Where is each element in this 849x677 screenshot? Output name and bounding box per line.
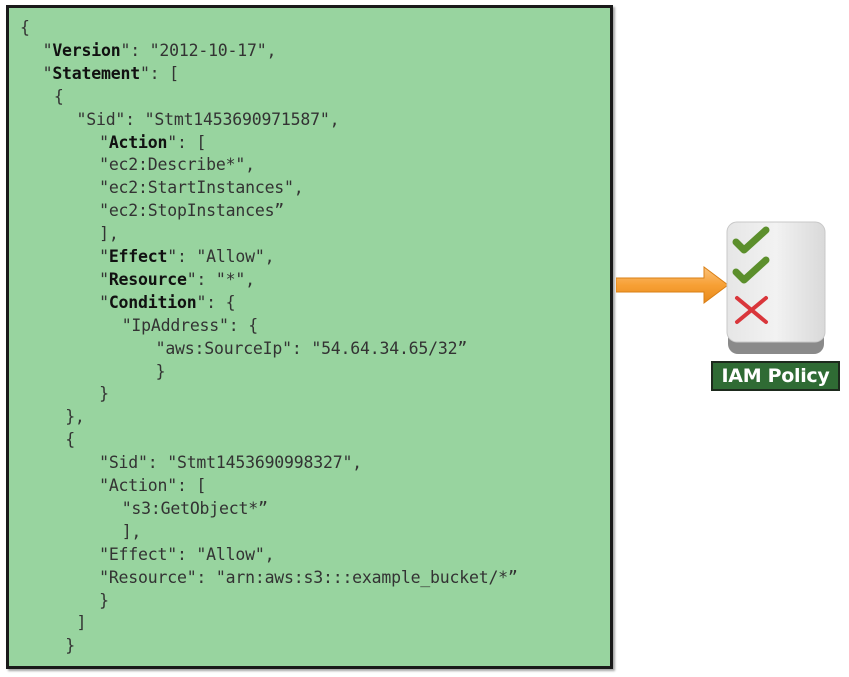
code-text: ": [: [139, 63, 179, 83]
code-text: "aws:SourceIp": "54.64.34.65/32”: [155, 338, 468, 358]
code-text: ": [99, 132, 109, 152]
code-line: "Resource": "*",: [99, 269, 255, 291]
code-text: "ec2:StartInstances",: [99, 178, 304, 198]
code-text: ],: [121, 521, 142, 541]
json-policy-panel: {"Version": "2012-10-17","Statement": [{…: [6, 5, 613, 669]
code-line: {: [65, 429, 75, 451]
code-key: Action: [108, 132, 168, 152]
code-key: Version: [52, 40, 121, 60]
code-line: "Statement": [: [43, 63, 179, 85]
code-line: "ec2:StartInstances",: [99, 177, 304, 199]
code-line: "s3:GetObject*”: [122, 498, 268, 520]
code-text: "s3:GetObject*”: [121, 498, 268, 518]
code-line: {: [54, 86, 64, 108]
code-text: ": "*",: [186, 269, 255, 289]
iam-policy-label: IAM Policy: [711, 361, 840, 391]
code-text: {: [65, 430, 75, 450]
code-line: ],: [99, 223, 119, 245]
code-line: {: [20, 17, 30, 39]
code-text: ": [99, 292, 109, 312]
code-line: }: [65, 635, 75, 657]
code-line: "Action": [: [99, 132, 206, 154]
code-line: "Action": [: [99, 475, 206, 497]
code-text: ": "2012-10-17",: [120, 40, 277, 60]
code-line: ]: [77, 612, 87, 634]
code-line: "Sid": "Stmt1453690998327",: [99, 452, 362, 474]
code-key: Resource: [108, 269, 187, 289]
code-line: }: [156, 361, 166, 383]
code-line: "ec2:Describe*",: [99, 154, 255, 176]
code-text: ": [99, 247, 109, 266]
code-text: ": "Allow",: [167, 247, 275, 266]
code-line: "aws:SourceIp": "54.64.34.65/32”: [155, 338, 468, 360]
code-text: "Sid": "Stmt1453690971587",: [76, 109, 340, 129]
cross-icon: [735, 296, 768, 324]
policy-document-icon: [726, 221, 826, 354]
code-text: ]: [76, 613, 87, 633]
code-text: }: [65, 636, 75, 656]
code-text: }: [99, 384, 109, 404]
code-line: "Effect": "Allow",: [99, 246, 274, 268]
code-text: "ec2:StopInstances”: [99, 201, 285, 221]
code-line: "Condition": {: [99, 292, 235, 314]
check-icon: [732, 256, 770, 284]
code-text: "ec2:Describe*",: [99, 155, 255, 175]
code-text: ],: [99, 224, 119, 244]
code-text: {: [53, 86, 64, 106]
code-text: ": [99, 269, 109, 289]
code-line: }: [99, 590, 109, 612]
code-key: Effect: [108, 247, 168, 266]
code-text: "Sid": "Stmt1453690998327",: [99, 453, 362, 473]
code-line: "Effect": "Allow",: [99, 544, 274, 566]
code-text: },: [65, 407, 85, 427]
code-key: Statement: [52, 63, 140, 83]
code-line: "Sid": "Stmt1453690971587",: [77, 109, 340, 131]
code-text: "Effect": "Allow",: [99, 544, 275, 564]
code-line: "IpAddress": {: [122, 315, 258, 337]
code-text: ": [42, 40, 53, 60]
code-key: Condition: [108, 292, 197, 312]
code-line: ],: [121, 521, 142, 543]
code-text: ": {: [196, 292, 236, 312]
code-text: ": [42, 63, 53, 83]
code-text: {: [20, 18, 30, 37]
code-text: "IpAddress": {: [121, 315, 258, 335]
code-text: "Resource": "arn:aws:s3:::example_bucket…: [99, 567, 518, 587]
code-line: },: [65, 406, 85, 428]
code-line: "Resource": "arn:aws:s3:::example_bucket…: [99, 567, 518, 589]
code-text: "Action": [: [99, 476, 207, 495]
code-text: }: [155, 361, 166, 381]
check-icon: [732, 226, 770, 254]
code-line: "Version": "2012-10-17",: [43, 40, 277, 62]
arrow-right-icon: [616, 266, 729, 304]
code-line: "ec2:StopInstances”: [99, 200, 284, 222]
code-text: }: [99, 590, 109, 610]
code-line: }: [99, 383, 109, 405]
code-text: ": [: [167, 132, 207, 152]
